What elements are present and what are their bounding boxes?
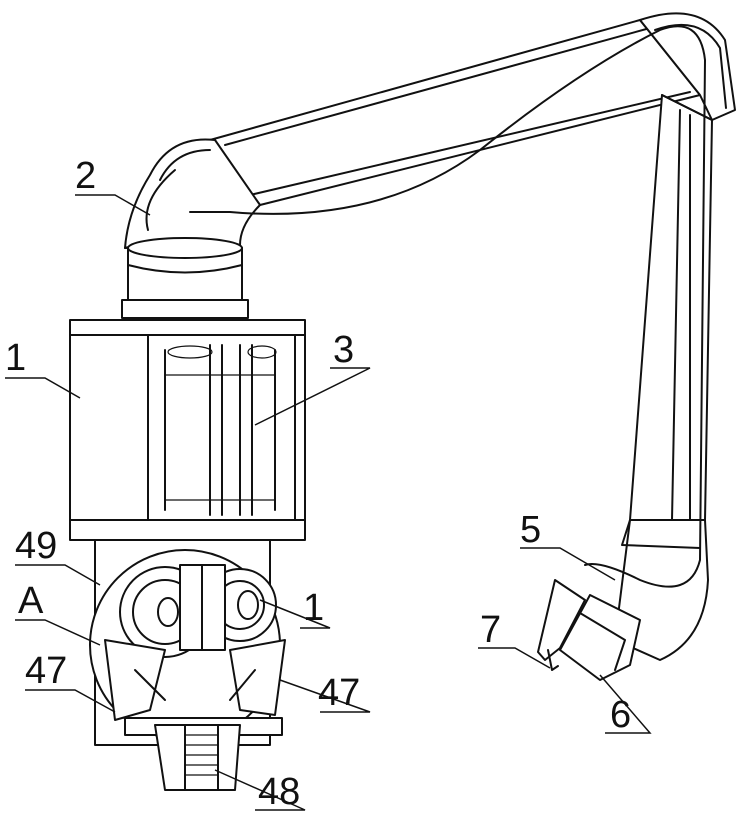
label-1-housing: 1 <box>5 337 26 379</box>
label-A: A <box>18 580 44 622</box>
label-47-left: 47 <box>25 650 67 692</box>
label-48-finger: 48 <box>258 771 300 813</box>
label-49: 49 <box>15 525 57 567</box>
label-47-right: 47 <box>318 672 360 714</box>
label-5-cable: 5 <box>520 509 541 551</box>
label-2-shoulder: 2 <box>75 155 96 197</box>
housing <box>70 320 305 540</box>
label-3-cylinder: 3 <box>333 329 354 371</box>
label-1-gear: 1 <box>303 587 324 629</box>
label-7-tip: 7 <box>480 609 501 651</box>
gripper-mechanism <box>90 540 285 790</box>
label-6-effector: 6 <box>610 694 631 736</box>
